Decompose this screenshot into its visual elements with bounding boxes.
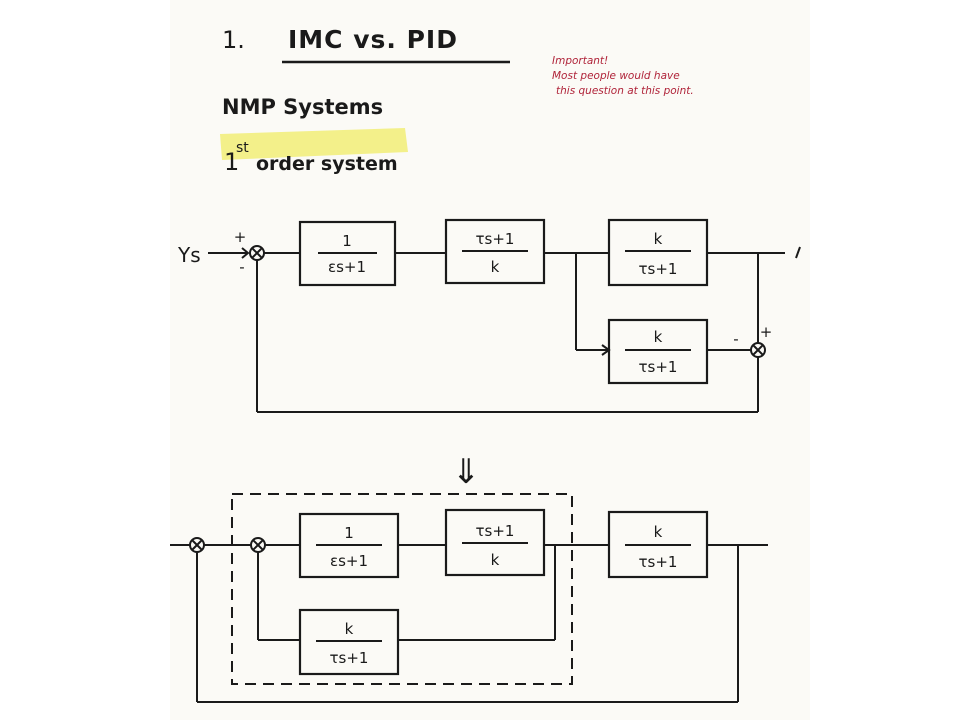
- setpoint-arrow: [241, 247, 250, 259]
- sum1-minus: -: [239, 258, 244, 276]
- filter-numerator: 1: [342, 232, 352, 250]
- model2-numerator: k: [345, 620, 354, 638]
- summing-junction-inner: [250, 537, 266, 553]
- sum2-plus: +: [760, 323, 773, 341]
- model-denominator: τs+1: [639, 358, 678, 376]
- summing-junction-2: [750, 342, 766, 358]
- block-diagram-original: Ys + - 1 εs+1 τs+1 k k τs+1: [177, 218, 801, 413]
- plant2-numerator: k: [654, 523, 663, 541]
- note-line-2: Most people would have: [552, 70, 680, 82]
- sum2-minus: -: [733, 330, 738, 348]
- plant-numerator: k: [654, 230, 663, 248]
- summing-junction-outer: [189, 537, 205, 553]
- note-line-3: this question at this point.: [556, 85, 694, 97]
- output-tick: [795, 246, 801, 259]
- sum1-plus: +: [234, 228, 247, 246]
- note-line-1: Important!: [552, 55, 608, 67]
- controller2-denominator: k: [491, 551, 500, 569]
- transform-arrow: ⇓: [452, 452, 481, 492]
- block-diagram-equivalent: 1 εs+1 τs+1 k k τs+1 k τs+1: [170, 493, 768, 703]
- controller-denominator: k: [491, 258, 500, 276]
- topic-heading: NMP Systems: [222, 95, 383, 119]
- filter-denominator: εs+1: [328, 258, 366, 276]
- controller-block: [444, 218, 546, 285]
- highlight-text: order system: [256, 153, 398, 175]
- filter2-numerator: 1: [344, 524, 354, 542]
- controller-block-2: [444, 508, 546, 577]
- highlight-digit: 1: [224, 148, 239, 176]
- model-block-2: [298, 608, 400, 676]
- summing-junction-1: [249, 245, 265, 261]
- model-numerator: k: [654, 328, 663, 346]
- controller2-numerator: τs+1: [476, 522, 515, 540]
- filter2-denominator: εs+1: [330, 552, 368, 570]
- highlight-mark: [220, 128, 408, 160]
- plant-denominator: τs+1: [639, 260, 678, 278]
- highlight-superscript: st: [236, 140, 249, 156]
- model-block: [607, 318, 709, 385]
- notebook-page: [170, 0, 810, 720]
- imc-controller-boundary: [231, 493, 573, 685]
- setpoint-label: Ys: [177, 243, 201, 267]
- plant2-denominator: τs+1: [639, 553, 678, 571]
- page-title: IMC vs. PID: [288, 25, 458, 54]
- controller-numerator: τs+1: [476, 230, 515, 248]
- section-number: 1.: [222, 26, 245, 54]
- model2-denominator: τs+1: [330, 649, 369, 667]
